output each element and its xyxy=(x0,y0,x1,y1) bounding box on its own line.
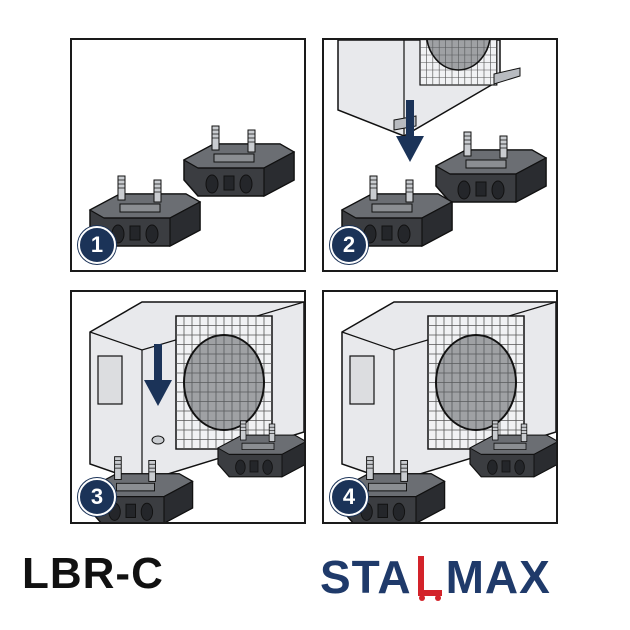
brand-mark-icon xyxy=(412,552,446,602)
step-2-panel: 2 xyxy=(322,38,558,272)
brand-logo: STA MAX xyxy=(320,552,551,602)
step-badge: 2 xyxy=(330,226,368,264)
step-badge: 1 xyxy=(78,226,116,264)
step-4-panel: 4 xyxy=(322,290,558,524)
step-2-illustration xyxy=(337,40,547,247)
step-3-illustration xyxy=(87,301,304,522)
model-name: LBR-C xyxy=(22,549,164,598)
brand-text-right: MAX xyxy=(445,551,551,603)
step-badge: 3 xyxy=(78,478,116,516)
brand-text-left: STA xyxy=(320,551,412,603)
step-4-illustration xyxy=(339,301,556,522)
step-1-panel: 1 xyxy=(70,38,306,272)
step-3-panel: 3 xyxy=(70,290,306,524)
step-badge: 4 xyxy=(330,478,368,516)
